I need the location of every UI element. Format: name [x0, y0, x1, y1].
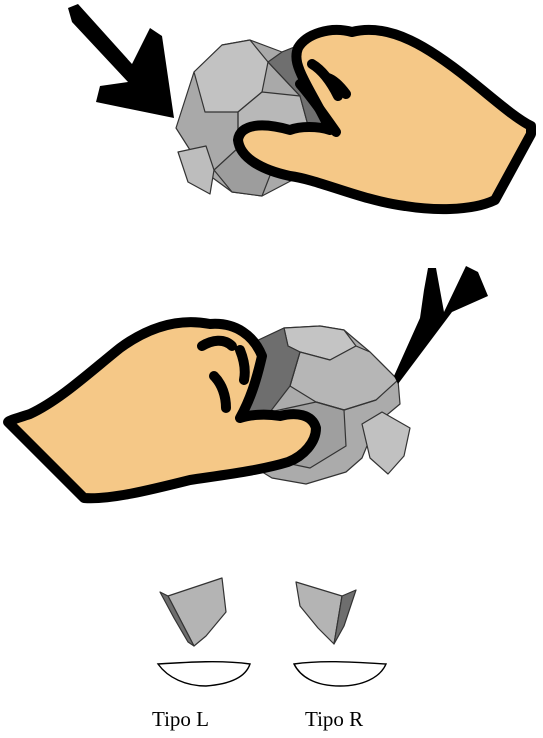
middle-hand-icon: [3, 317, 321, 504]
middle-arrow-icon: [394, 266, 488, 384]
flake-l-profile: [156, 660, 251, 687]
middle-panel: [3, 266, 488, 504]
type-l-label: Tipo L: [152, 707, 210, 731]
flake-r: [295, 581, 357, 645]
top-arrow-icon: [68, 4, 174, 118]
type-r-label: Tipo R: [305, 707, 364, 731]
flake-r-profile: [292, 660, 388, 687]
top-panel: [68, 4, 536, 215]
flake-l: [159, 577, 227, 647]
